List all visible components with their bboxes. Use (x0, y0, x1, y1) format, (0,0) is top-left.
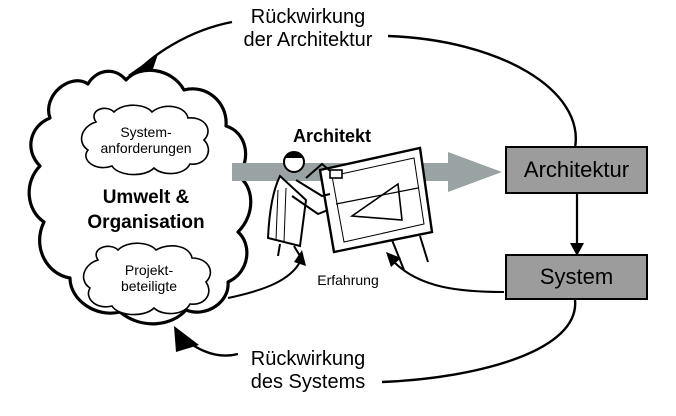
system-box: System (505, 254, 648, 300)
stakeholders-line1: Projekt- (124, 262, 174, 278)
experience-label: Erfahrung (317, 272, 379, 288)
system-feedback-line1: Rückwirkung (250, 348, 366, 370)
architect-icon (266, 146, 434, 271)
experience-arrowhead (386, 252, 401, 267)
architecture-box-label: Architektur (523, 157, 630, 182)
environment-label: Umwelt & Organisation (56, 186, 236, 235)
architecture-box: Architektur (505, 146, 648, 194)
system-requirements-line2: anforderungen (100, 140, 192, 157)
architecture-feedback-line2: der Architektur (243, 29, 373, 51)
system-feedback-line2: des Systems (250, 371, 366, 393)
architecture-feedback-label: Rückwirkung der Architektur (198, 6, 418, 52)
environment-line2: Organisation (87, 211, 205, 233)
architecture-to-system-arrowhead (570, 243, 584, 256)
stakeholders-line2: beteiligte (120, 278, 178, 295)
system-requirements-line1: System- (120, 124, 172, 140)
system-requirements-cloud (80, 104, 210, 176)
stakeholder-experience-arrowhead (294, 250, 306, 266)
architecture-feedback-line1: Rückwirkung (250, 6, 366, 28)
system-box-label: System (539, 264, 614, 289)
stakeholders-cloud (82, 242, 212, 316)
experience-curve (393, 261, 505, 293)
system-feedback-label: Rückwirkung des Systems (198, 348, 418, 394)
system-requirements-label: System- anforderungen (81, 124, 211, 156)
system-feedback-arrowhead (174, 326, 199, 352)
stakeholder-experience-curve (227, 261, 301, 299)
architect-label: Architekt (292, 126, 372, 146)
environment-line1: Umwelt & (102, 187, 190, 208)
stakeholders-label: Projekt- beteiligte (84, 262, 214, 294)
